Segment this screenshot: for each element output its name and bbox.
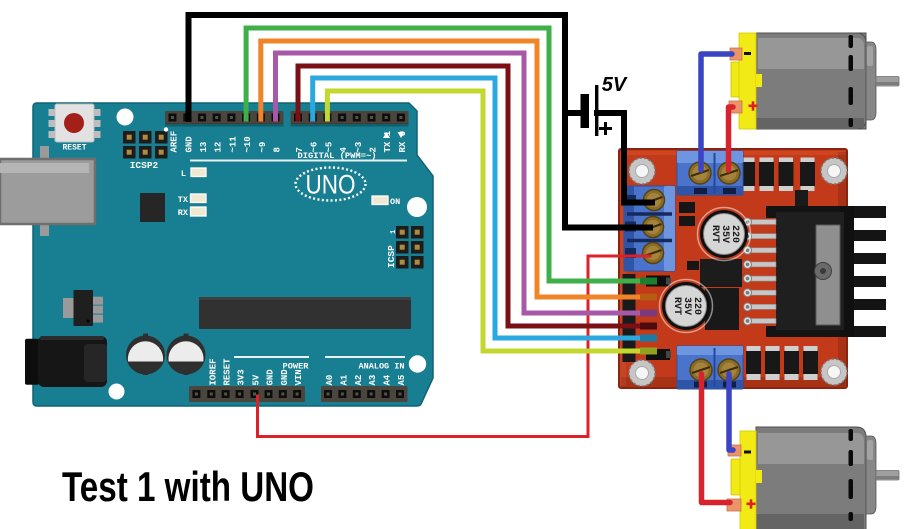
svg-text:~5: ~5: [324, 142, 334, 153]
svg-text:2: 2: [369, 147, 379, 152]
svg-text:UNO: UNO: [306, 170, 356, 200]
svg-text:~6: ~6: [310, 142, 320, 153]
svg-text:A1: A1: [339, 374, 349, 385]
svg-text:A3: A3: [368, 375, 378, 386]
svg-text:5V: 5V: [252, 374, 262, 385]
svg-text:~11: ~11: [228, 136, 238, 153]
svg-text:Test 1 with UNO: Test 1 with UNO: [62, 463, 314, 510]
svg-text:POWER: POWER: [283, 362, 310, 372]
svg-text:13: 13: [199, 142, 209, 153]
svg-text:4: 4: [339, 147, 349, 153]
svg-text:~9: ~9: [258, 142, 268, 153]
svg-text:RX: RX: [178, 208, 189, 218]
svg-text:TX 1: TX 1: [383, 130, 393, 152]
svg-text:GND: GND: [266, 369, 276, 386]
svg-text:IOREF: IOREF: [208, 358, 218, 385]
svg-text:ANALOG IN: ANALOG IN: [359, 362, 405, 372]
svg-text:VIN: VIN: [294, 369, 304, 385]
svg-text:GND: GND: [280, 369, 290, 386]
svg-text:DIGITAL (PWM=~): DIGITAL (PWM=~): [298, 151, 377, 161]
svg-text:7: 7: [295, 147, 305, 152]
svg-text:RX 0: RX 0: [398, 131, 408, 153]
svg-text:220: 220: [729, 225, 740, 243]
svg-text:12: 12: [214, 142, 224, 153]
svg-text:5V: 5V: [602, 74, 628, 96]
svg-text:RVT: RVT: [709, 225, 720, 243]
svg-text:RESET: RESET: [62, 144, 86, 153]
svg-text:TX: TX: [178, 195, 189, 205]
svg-text:GND: GND: [184, 136, 194, 153]
svg-text:A4: A4: [383, 374, 393, 385]
svg-text:220: 220: [691, 297, 702, 315]
svg-text:~10: ~10: [243, 136, 253, 152]
svg-text:1: 1: [390, 230, 398, 234]
svg-text:8: 8: [273, 147, 283, 152]
svg-text:ICSP: ICSP: [386, 245, 397, 268]
svg-text:3V3: 3V3: [237, 369, 247, 385]
svg-text:ON: ON: [390, 197, 400, 207]
svg-text:L: L: [181, 169, 186, 179]
svg-text:A5: A5: [397, 375, 407, 386]
svg-text:~3: ~3: [354, 142, 364, 153]
svg-text:RVT: RVT: [671, 297, 682, 315]
svg-text:AREF: AREF: [170, 131, 180, 153]
svg-text:35V: 35V: [681, 297, 692, 315]
svg-text:ICSP2: ICSP2: [130, 160, 159, 171]
svg-text:35V: 35V: [719, 225, 730, 243]
svg-text:RESET: RESET: [223, 358, 233, 386]
svg-text:A2: A2: [354, 375, 364, 386]
svg-text:A0: A0: [325, 375, 335, 386]
